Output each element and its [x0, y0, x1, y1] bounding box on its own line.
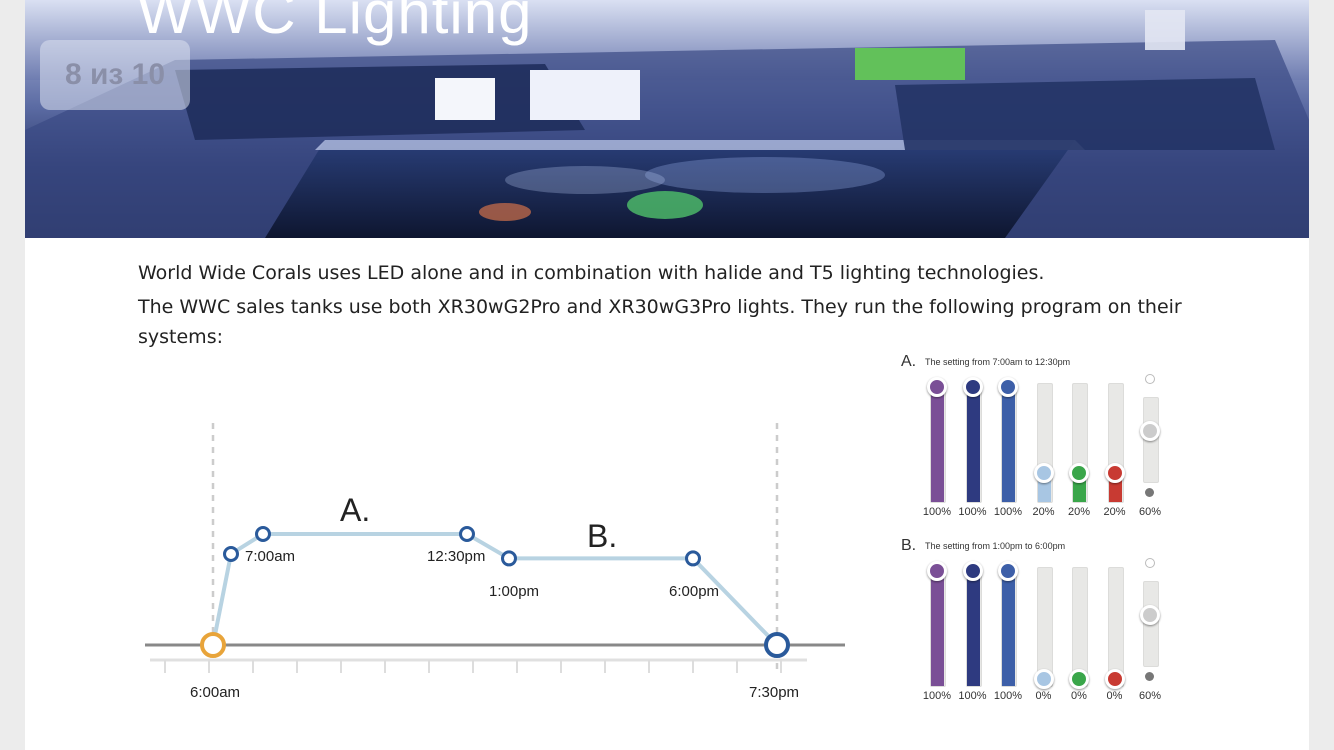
slide-counter: 8 из 10	[40, 40, 190, 110]
page-title: WWC Lighting	[137, 0, 533, 46]
slider-knob	[962, 377, 983, 397]
channel-percent: 100%	[922, 690, 952, 702]
channel-percent: 60%	[1138, 506, 1162, 518]
hero-image: WWC Lighting 8 из 10	[25, 0, 1309, 238]
slider-fill	[966, 569, 980, 686]
slider-fill	[931, 385, 944, 502]
channel-percent: 100%	[993, 690, 1023, 702]
setting-caption: The setting from 7:00am to 12:30pm	[925, 357, 1071, 367]
paragraph-line-1: World Wide Corals uses LED alone and in …	[138, 262, 1045, 284]
time-label: 7:00am	[245, 548, 295, 565]
channel-slider: 100%	[990, 559, 1026, 709]
channel-slider: 100%	[955, 375, 991, 525]
lighting-schedule-diagram: A. B. 6:00am 7:00am 12:30pm 1:00pm 6:00pm 7:3…	[145, 423, 845, 701]
channel-percent: 100%	[958, 506, 987, 518]
channel-percent: 100%	[993, 506, 1023, 518]
time-label: 12:30pm	[427, 548, 485, 565]
channel-slider: 100%	[990, 375, 1026, 525]
slider-knob	[1033, 669, 1054, 689]
brightness-max-dot	[1145, 558, 1155, 568]
slider-knob	[962, 561, 983, 581]
time-label: 6:00am	[190, 684, 240, 701]
slider-fill	[931, 569, 944, 686]
channel-slider: 100%	[919, 375, 955, 525]
slider-knob	[998, 561, 1018, 581]
setting-panel-b: B. The setting from 1:00pm to 6:00pm 100…	[895, 537, 1195, 712]
channel-slider: 60%	[1132, 374, 1168, 525]
paragraph-line-3: systems:	[138, 326, 223, 348]
channel-percent: 100%	[922, 506, 952, 518]
schedule-node	[255, 526, 271, 542]
segment-label-a: A.	[340, 492, 370, 528]
slider-fill	[1002, 569, 1015, 686]
setting-letter: B.	[901, 537, 917, 554]
aquarium-photo	[25, 0, 1309, 238]
schedule-node	[459, 526, 475, 542]
channel-slider: 60%	[1132, 558, 1168, 709]
channel-percent: 0%	[1035, 690, 1052, 702]
channel-slider: 100%	[919, 559, 955, 709]
channel-slider: 100%	[955, 559, 991, 709]
brightness-min-dot	[1145, 672, 1154, 681]
channel-percent: 20%	[1103, 506, 1126, 518]
time-label: 6:00pm	[669, 583, 719, 600]
paragraph-line-2: The WWC sales tanks use both XR30wG2Pro …	[138, 296, 1182, 318]
brightness-max-dot	[1145, 374, 1155, 384]
slider-fill	[1002, 385, 1015, 502]
schedule-node	[685, 550, 701, 567]
channel-slider: 0%	[1097, 559, 1133, 709]
time-label: 7:30pm	[749, 684, 799, 701]
channel-percent: 20%	[1067, 506, 1091, 518]
slider-knob	[927, 377, 947, 397]
slider-knob	[1033, 463, 1054, 484]
setting-panel-a: A. The setting from 7:00am to 12:30pm 10…	[895, 353, 1195, 528]
slider-knob	[998, 377, 1018, 397]
channel-percent: 100%	[958, 690, 987, 702]
channel-slider: 0%	[1026, 559, 1062, 709]
brightness-min-dot	[1145, 488, 1154, 497]
channel-percent: 0%	[1106, 690, 1123, 702]
slider-fill	[966, 385, 980, 502]
channel-percent: 60%	[1138, 690, 1162, 702]
time-label: 1:00pm	[489, 583, 539, 600]
channel-slider: 20%	[1061, 375, 1097, 525]
article-page: WWC Lighting 8 из 10 World Wide Corals u…	[25, 0, 1309, 750]
schedule-node	[501, 550, 517, 567]
segment-label-b: B.	[587, 518, 617, 554]
schedule-node	[223, 545, 239, 562]
slider-knob	[1069, 463, 1089, 484]
channel-percent: 20%	[1032, 506, 1055, 518]
channel-slider: 0%	[1061, 559, 1097, 709]
slider-knob	[1140, 420, 1160, 441]
slider-knob	[1104, 669, 1125, 689]
time-axis-ticks	[164, 660, 782, 673]
schedule-start-point	[200, 632, 226, 658]
channel-slider: 20%	[1026, 375, 1062, 525]
slider-knob	[1140, 604, 1160, 625]
setting-caption: The setting from 1:00pm to 6:00pm	[925, 541, 1066, 551]
slider-knob	[1104, 463, 1125, 484]
channel-percent: 0%	[1071, 690, 1087, 702]
channel-slider: 20%	[1097, 375, 1133, 525]
schedule-end-point	[764, 632, 790, 658]
slider-knob	[1069, 669, 1089, 689]
setting-letter: A.	[901, 353, 917, 370]
slider-knob	[927, 561, 947, 581]
